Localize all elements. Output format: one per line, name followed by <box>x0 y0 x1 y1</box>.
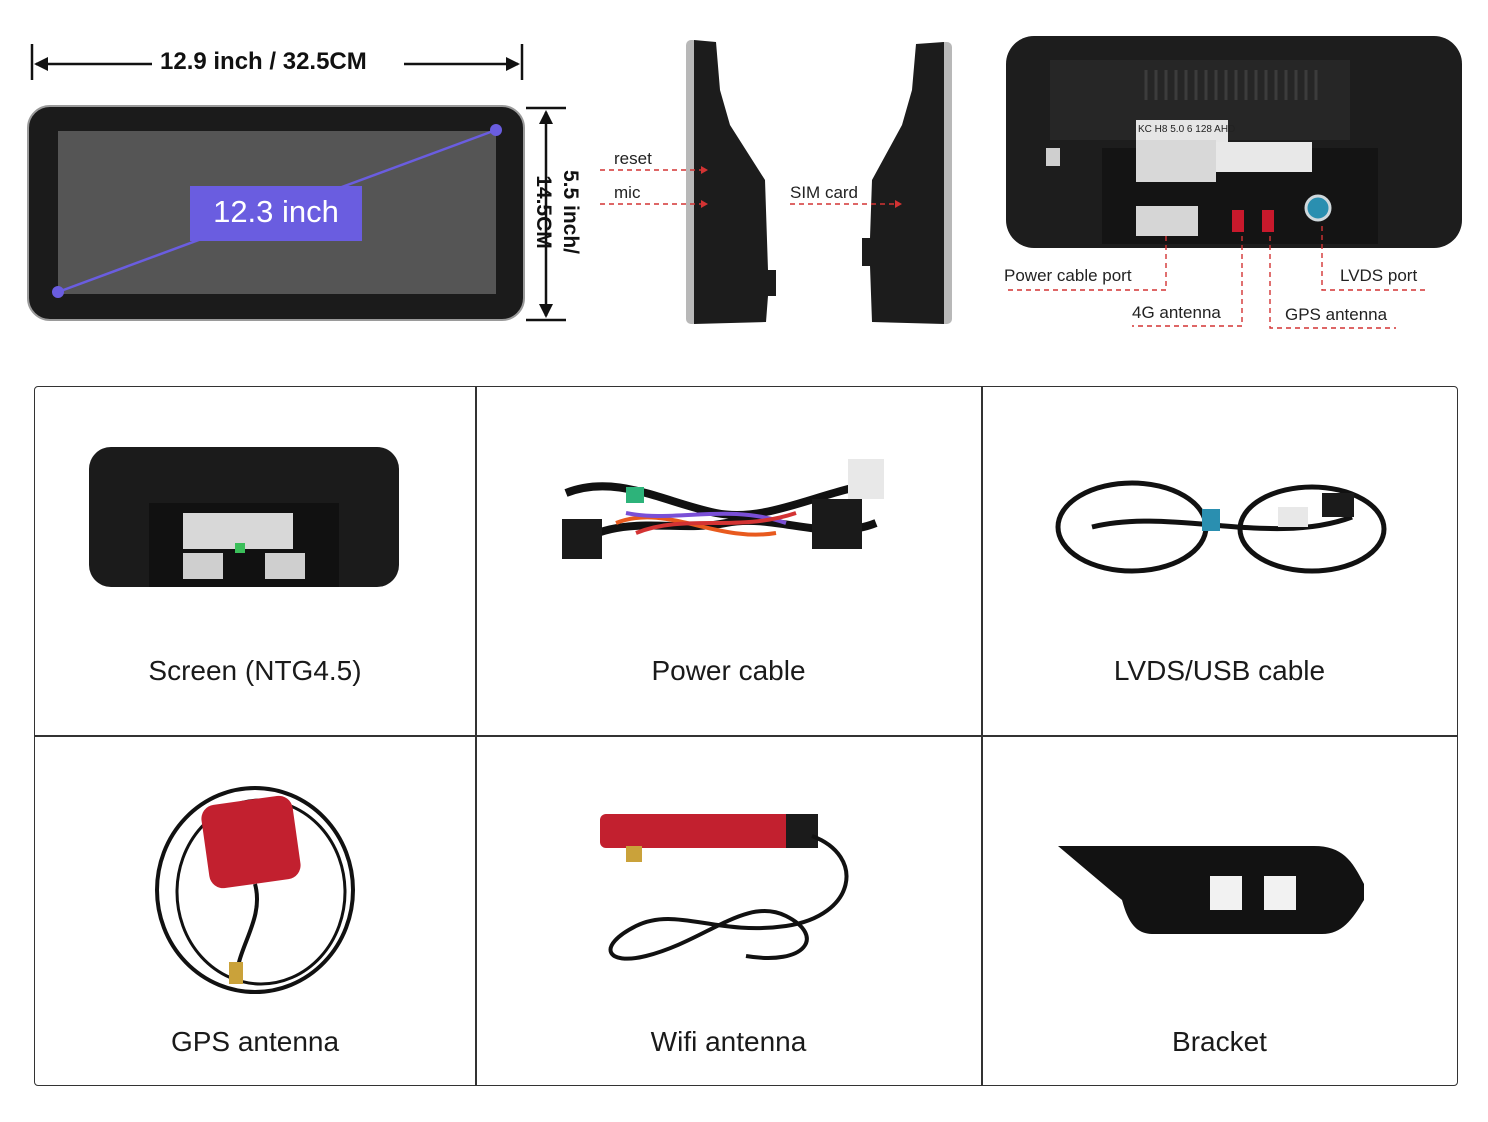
rear-sticker-barcode <box>1216 142 1312 172</box>
package-item-label: Bracket <box>1172 1026 1267 1057</box>
antenna-4g-callout-line <box>1132 236 1243 327</box>
package-item-power-cable: Power cable <box>476 387 981 735</box>
height-arrow <box>526 106 566 322</box>
diagonal-point-bottom <box>52 286 64 298</box>
package-item-gps-antenna: GPS antenna <box>35 736 475 1084</box>
height-dimension-label-cm: 14.5CM <box>532 175 555 249</box>
diagonal-dimension-label: 12.3 inch <box>213 194 339 229</box>
reset-label: reset <box>614 149 652 168</box>
package-item-label: Screen (NTG4.5) <box>148 655 362 686</box>
lvds-port-callout-line <box>1321 226 1428 291</box>
package-item-label: Wifi antenna <box>650 1026 807 1057</box>
package-item-label: LVDS/USB cable <box>1113 655 1326 686</box>
screen-item-image <box>89 447 399 587</box>
diagonal-label-box <box>190 186 362 241</box>
diagonal-point-top <box>490 124 502 136</box>
gps-antenna-image <box>155 786 355 994</box>
package-contents-grid: Screen (NTG4.5) Power cable LVDS/USB cab… <box>34 386 1458 1086</box>
antenna-4g-connector <box>1232 210 1244 232</box>
width-dimension-label: 12.9 inch / 32.5CM <box>160 48 367 75</box>
lvds-port-label: LVDS port <box>1340 266 1418 285</box>
grid-divider-vertical-1 <box>475 387 477 1085</box>
power-cable-image <box>562 459 884 559</box>
height-dimension-label-inch: 5.5 inch/ <box>559 169 582 255</box>
package-item-bracket: Bracket <box>982 736 1457 1084</box>
lvds-usb-cable-image <box>1055 480 1387 574</box>
power-port-callout-line <box>1004 236 1167 291</box>
front-view-graphic <box>27 44 566 322</box>
package-item-label: Power cable <box>651 655 806 686</box>
side-views-graphic <box>600 40 952 324</box>
mic-label: mic <box>614 183 641 202</box>
package-item-label: GPS antenna <box>170 1026 340 1057</box>
rear-sticker <box>1136 140 1216 182</box>
lvds-port-graphic <box>1304 194 1332 222</box>
wifi-antenna-image <box>600 814 849 961</box>
rear-sticker-model-text: KC H8 5.0 6 128 AHD <box>1138 124 1236 135</box>
side-view-right <box>862 42 952 324</box>
power-port-graphic <box>1136 206 1198 236</box>
gps-antenna-connector <box>1262 210 1274 232</box>
grid-divider-horizontal <box>35 735 1457 737</box>
power-cable-port-label: Power cable port <box>1004 266 1132 285</box>
grid-divider-vertical-2 <box>981 387 983 1085</box>
side-view-left <box>686 40 776 324</box>
gps-antenna-label: GPS antenna <box>1285 305 1388 324</box>
package-item-screen: Screen (NTG4.5) <box>35 387 475 735</box>
package-item-lvds-usb-cable: LVDS/USB cable <box>982 387 1457 735</box>
bracket-image <box>1058 846 1364 934</box>
rear-sticker-top <box>1136 120 1228 142</box>
rear-view-graphic <box>1004 36 1462 329</box>
width-arrow <box>30 44 524 80</box>
antenna-4g-label: 4G antenna <box>1132 303 1221 322</box>
sim-card-label: SIM card <box>790 183 859 202</box>
package-item-wifi-antenna: Wifi antenna <box>476 736 981 1084</box>
gps-antenna-callout-line <box>1269 236 1396 329</box>
